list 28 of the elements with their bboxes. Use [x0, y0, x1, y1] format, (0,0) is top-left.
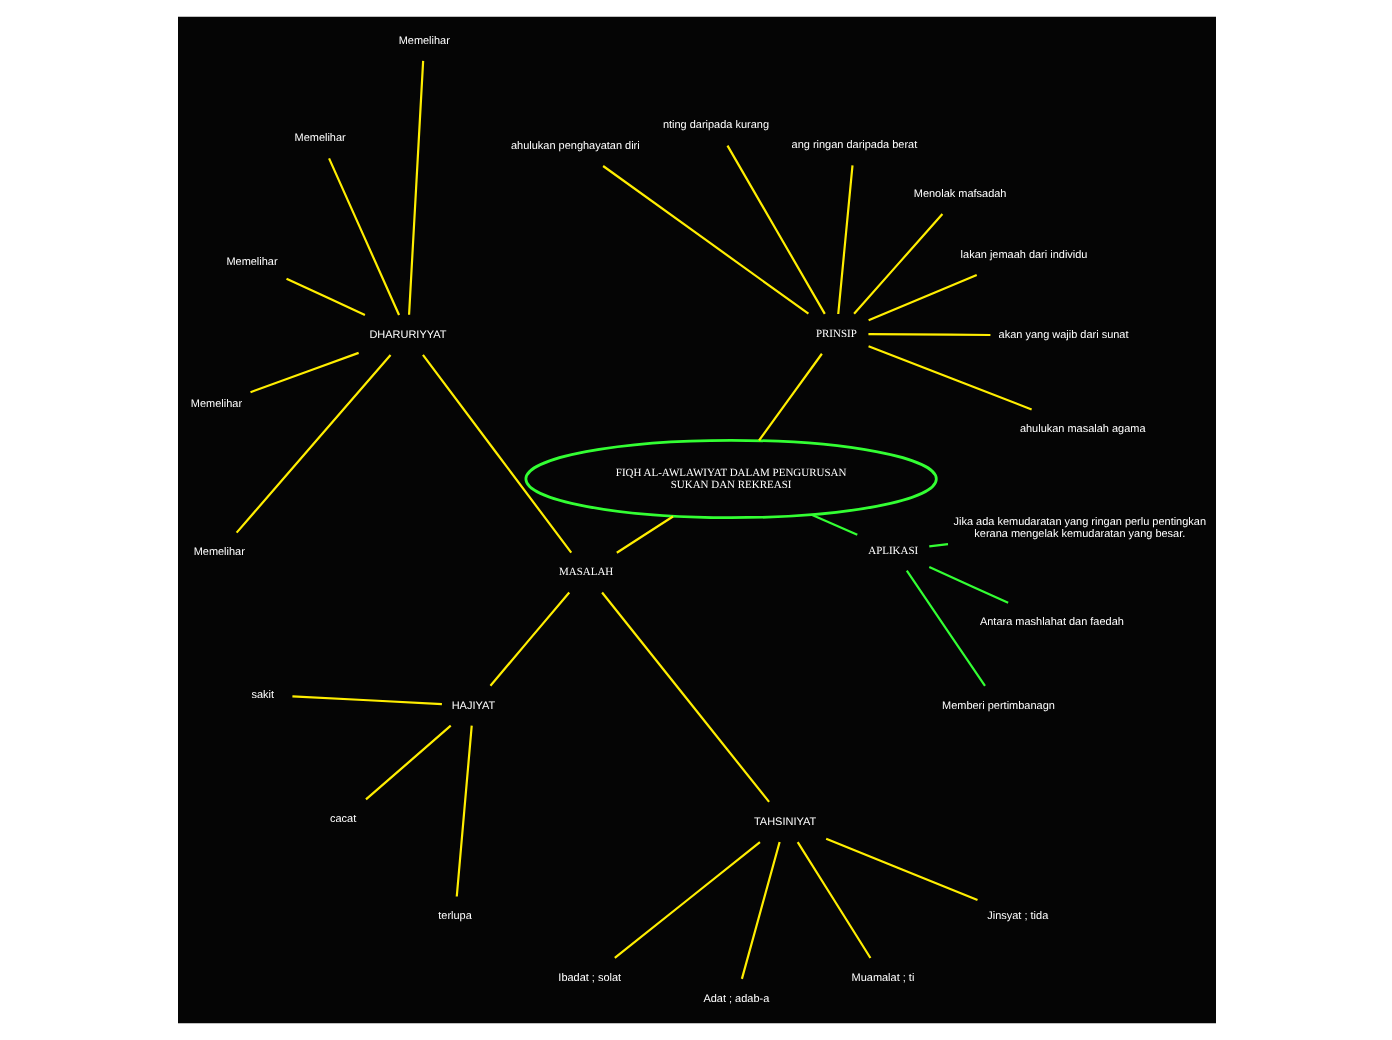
- connector: [904, 570, 985, 687]
- connector: [615, 515, 673, 554]
- connector: [795, 841, 871, 959]
- connector: [867, 274, 977, 322]
- connector: [613, 841, 760, 959]
- connector: [810, 513, 857, 536]
- connector: [867, 345, 1032, 411]
- connector: [927, 566, 1008, 604]
- connector: [867, 332, 990, 337]
- connector: [285, 277, 365, 316]
- connector: [364, 724, 451, 801]
- connector: [601, 165, 809, 315]
- connector: [488, 591, 570, 687]
- connector: [406, 60, 424, 315]
- connector: [234, 354, 391, 534]
- connector: [725, 145, 825, 315]
- connector: [836, 165, 853, 315]
- connector: [454, 725, 472, 897]
- connector: [852, 213, 943, 315]
- connector: [249, 351, 358, 394]
- connector: [421, 354, 572, 554]
- connector: [291, 695, 441, 706]
- connector: [327, 157, 400, 316]
- connector: [600, 591, 769, 803]
- connector: [928, 542, 948, 548]
- connector: [739, 841, 780, 980]
- connector: [824, 837, 977, 902]
- connector: [757, 353, 822, 442]
